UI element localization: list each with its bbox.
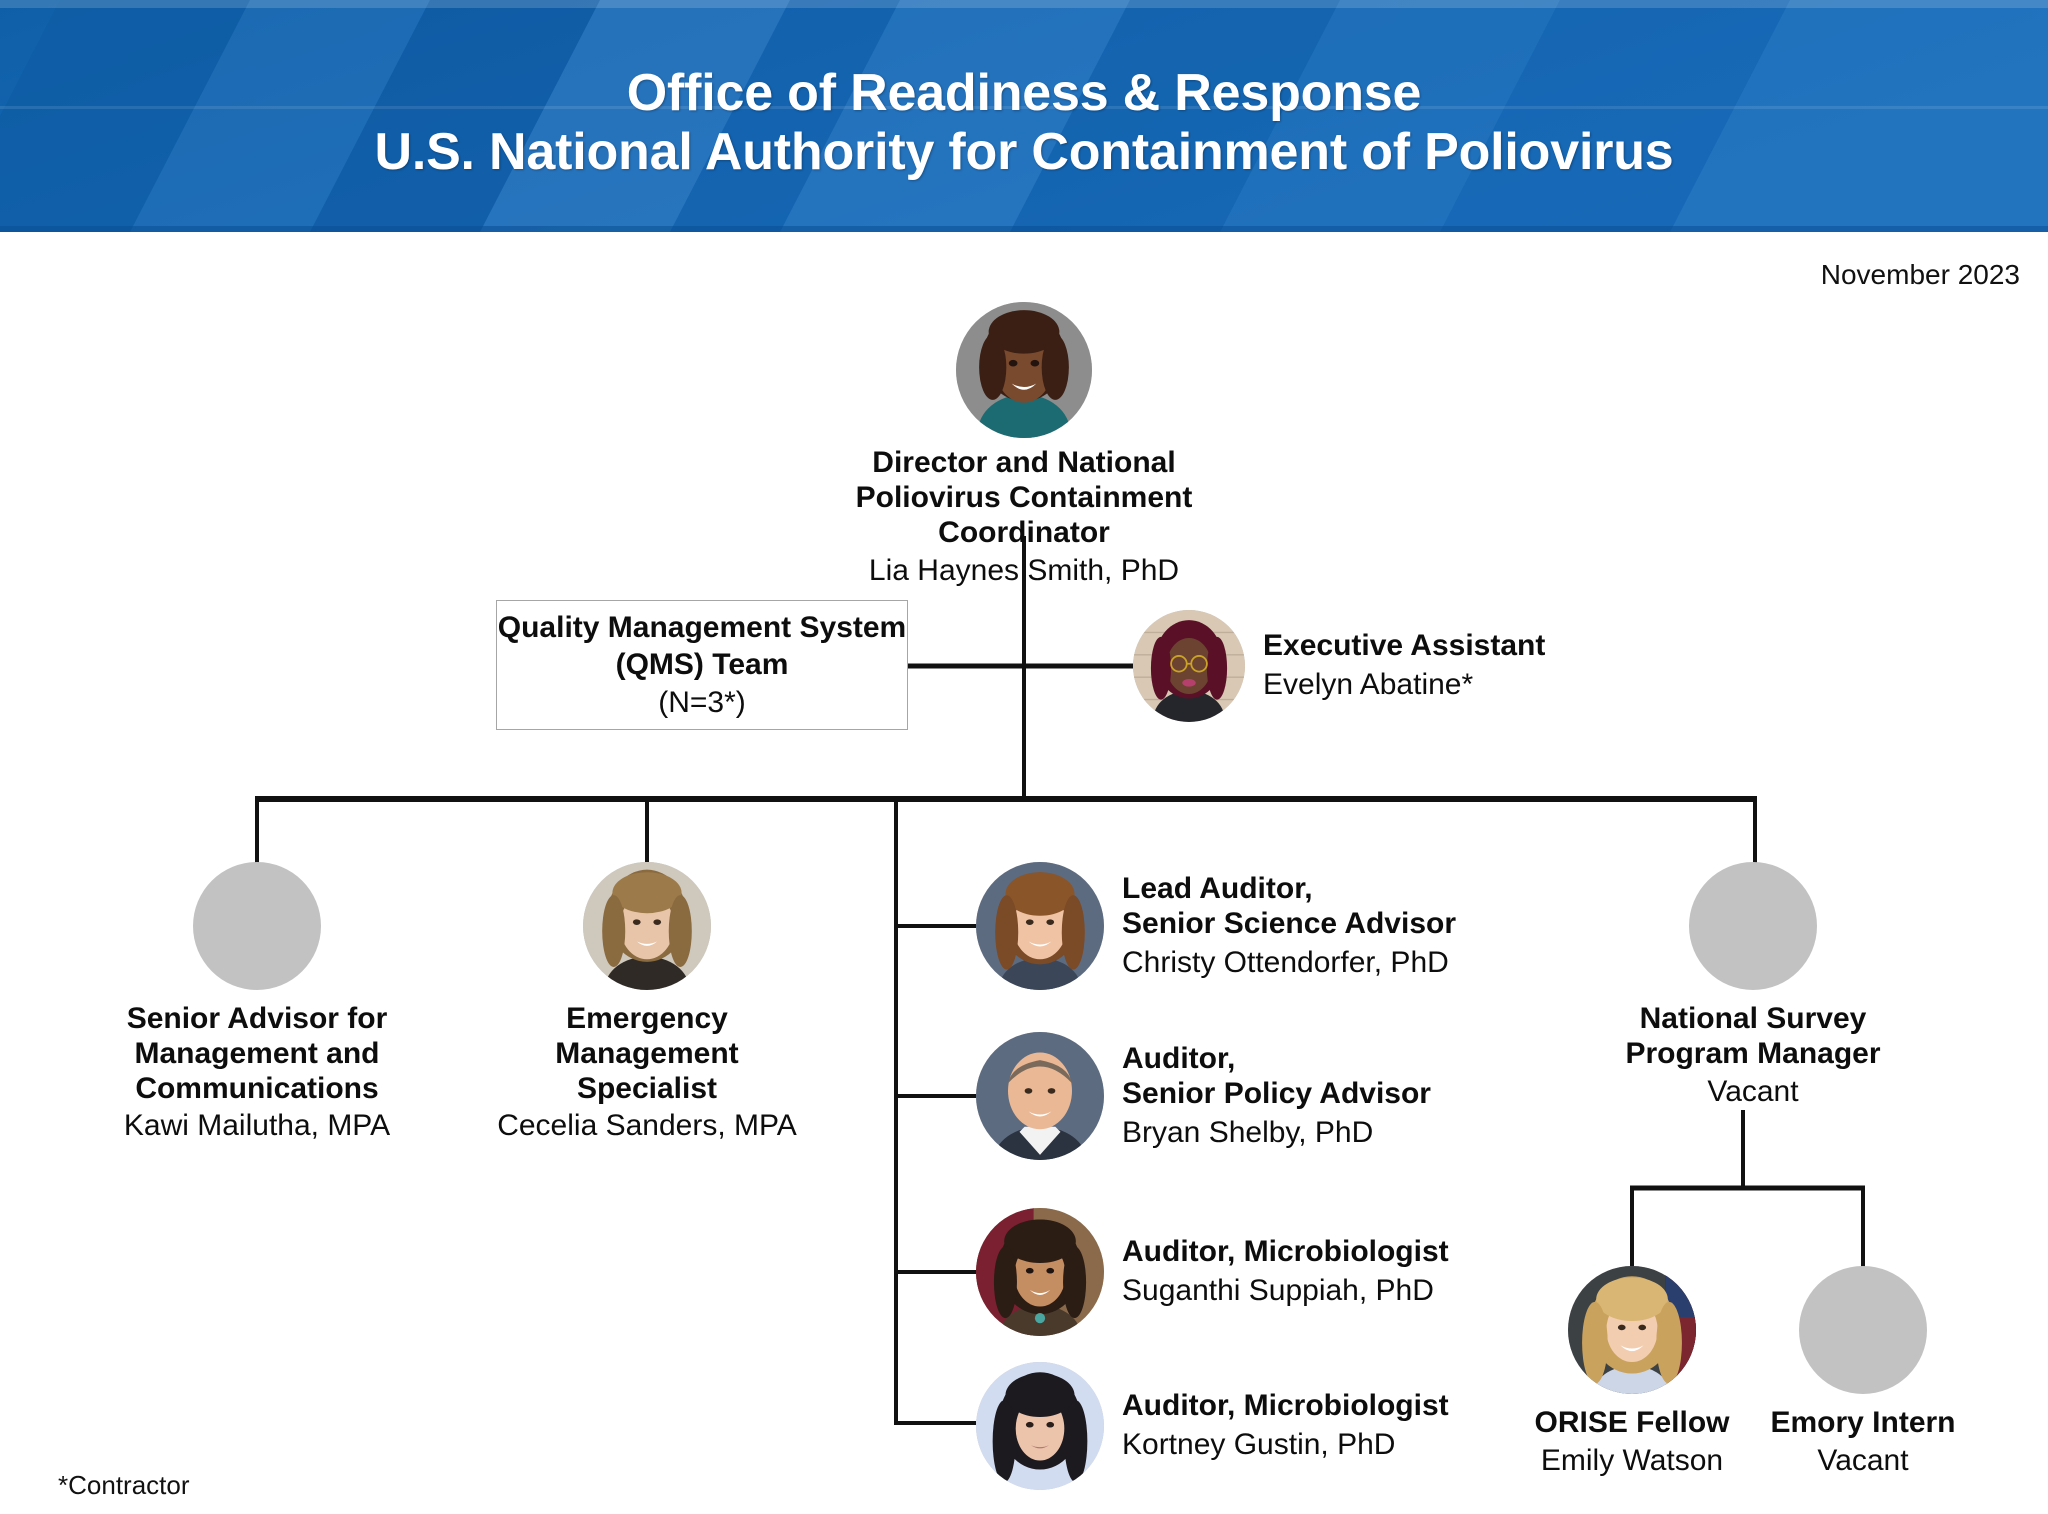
- senior-advisor-name: Kawi Mailutha, MPA: [123, 1109, 391, 1143]
- banner-title-line-1: Office of Readiness & Response: [626, 64, 1422, 123]
- node-emory-intern[interactable]: Emory Intern Vacant: [1713, 1266, 2013, 1478]
- survey-manager-title-line-1: National Survey: [1639, 1002, 1867, 1035]
- node-senior-advisor[interactable]: Senior Advisor for Management and Commun…: [77, 862, 437, 1144]
- banner-title-line-2: U.S. National Authority for Containment …: [374, 123, 1674, 181]
- node-director[interactable]: Director and National Poliovirus Contain…: [824, 302, 1224, 589]
- emergency-specialist-title-line-1: Emergency: [566, 1002, 728, 1035]
- auditor-gustin-title: Auditor, Microbiologist: [1122, 1389, 1449, 1423]
- banner-stripe-graphic: [0, 0, 2048, 232]
- photo-lia-haynes-smith: [956, 302, 1092, 438]
- lead-auditor-title-line-2: Senior Science Advisor: [1122, 906, 1457, 940]
- qms-team-box[interactable]: Quality Management System (QMS) Team (N=…: [496, 600, 908, 730]
- orise-fellow-title: ORISE Fellow: [1534, 1406, 1730, 1439]
- executive-assistant-title: Executive Assistant: [1263, 629, 1546, 663]
- emergency-specialist-name: Cecelia Sanders, MPA: [497, 1109, 797, 1143]
- node-auditor-microbiologist-gustin[interactable]: Auditor, Microbiologist Kortney Gustin, …: [976, 1362, 1656, 1490]
- photo-evelyn-abatine: [1133, 610, 1245, 722]
- auditor-gustin-name: Kortney Gustin, PhD: [1122, 1428, 1396, 1462]
- photo-bryan-shelby: [976, 1032, 1104, 1160]
- title-banner: Office of Readiness & Response U.S. Nati…: [0, 0, 2048, 232]
- auditor-policy-title-line-2: Senior Policy Advisor: [1122, 1076, 1431, 1110]
- lead-auditor-name: Christy Ottendorfer, PhD: [1122, 945, 1449, 979]
- contractor-footnote: *Contractor: [58, 1470, 190, 1500]
- placeholder-avatar: [1689, 862, 1817, 990]
- placeholder-avatar: [193, 862, 321, 990]
- auditor-policy-title-line-1: Auditor,: [1122, 1042, 1236, 1075]
- orise-fellow-name: Emily Watson: [1540, 1443, 1724, 1477]
- qms-line-1: Quality Management System: [497, 610, 907, 644]
- lead-auditor-title-line-1: Lead Auditor,: [1122, 872, 1313, 905]
- auditor-suppiah-name: Suganthi Suppiah, PhD: [1122, 1274, 1434, 1308]
- emergency-specialist-title-line-3: Specialist: [576, 1071, 718, 1105]
- photo-christy-ottendorfer: [976, 862, 1104, 990]
- node-national-survey-program-manager[interactable]: National Survey Program Manager Vacant: [1563, 862, 1943, 1109]
- photo-emily-watson: [1568, 1266, 1696, 1394]
- placeholder-avatar: [1799, 1266, 1927, 1394]
- auditor-policy-name: Bryan Shelby, PhD: [1122, 1115, 1374, 1149]
- emergency-specialist-title-line-2: Management: [555, 1036, 739, 1070]
- senior-advisor-title-line-3: Communications: [135, 1071, 379, 1105]
- director-title: Director and National Poliovirus Contain…: [855, 446, 1193, 549]
- emory-intern-title: Emory Intern: [1770, 1406, 1956, 1439]
- photo-cecelia-sanders: [583, 862, 711, 990]
- date-label: November 2023: [1820, 259, 2020, 290]
- senior-advisor-title-line-2: Management and: [134, 1036, 380, 1070]
- photo-kortney-gustin: [976, 1362, 1104, 1490]
- survey-manager-name: Vacant: [1707, 1074, 1799, 1108]
- node-auditor-microbiologist-suppiah[interactable]: Auditor, Microbiologist Suganthi Suppiah…: [976, 1208, 1656, 1336]
- executive-assistant-name: Evelyn Abatine*: [1263, 668, 1474, 702]
- photo-suganthi-suppiah: [976, 1208, 1104, 1336]
- node-orise-fellow[interactable]: ORISE Fellow Emily Watson: [1482, 1266, 1782, 1478]
- emory-intern-name: Vacant: [1817, 1443, 1909, 1477]
- qms-line-3: (N=3*): [658, 685, 746, 719]
- qms-line-2: (QMS) Team: [615, 648, 789, 682]
- auditor-suppiah-title: Auditor, Microbiologist: [1122, 1235, 1449, 1269]
- director-name: Lia Haynes Smith, PhD: [868, 554, 1180, 588]
- node-lead-auditor[interactable]: Lead Auditor, Senior Science Advisor Chr…: [976, 862, 1656, 990]
- node-executive-assistant[interactable]: Executive Assistant Evelyn Abatine*: [1133, 610, 1693, 722]
- node-emergency-management-specialist[interactable]: Emergency Management Specialist Cecelia …: [467, 862, 827, 1144]
- senior-advisor-title-line-1: Senior Advisor for: [126, 1002, 388, 1035]
- node-auditor-senior-policy-advisor[interactable]: Auditor, Senior Policy Advisor Bryan She…: [976, 1032, 1656, 1160]
- survey-manager-title-line-2: Program Manager: [1625, 1036, 1881, 1070]
